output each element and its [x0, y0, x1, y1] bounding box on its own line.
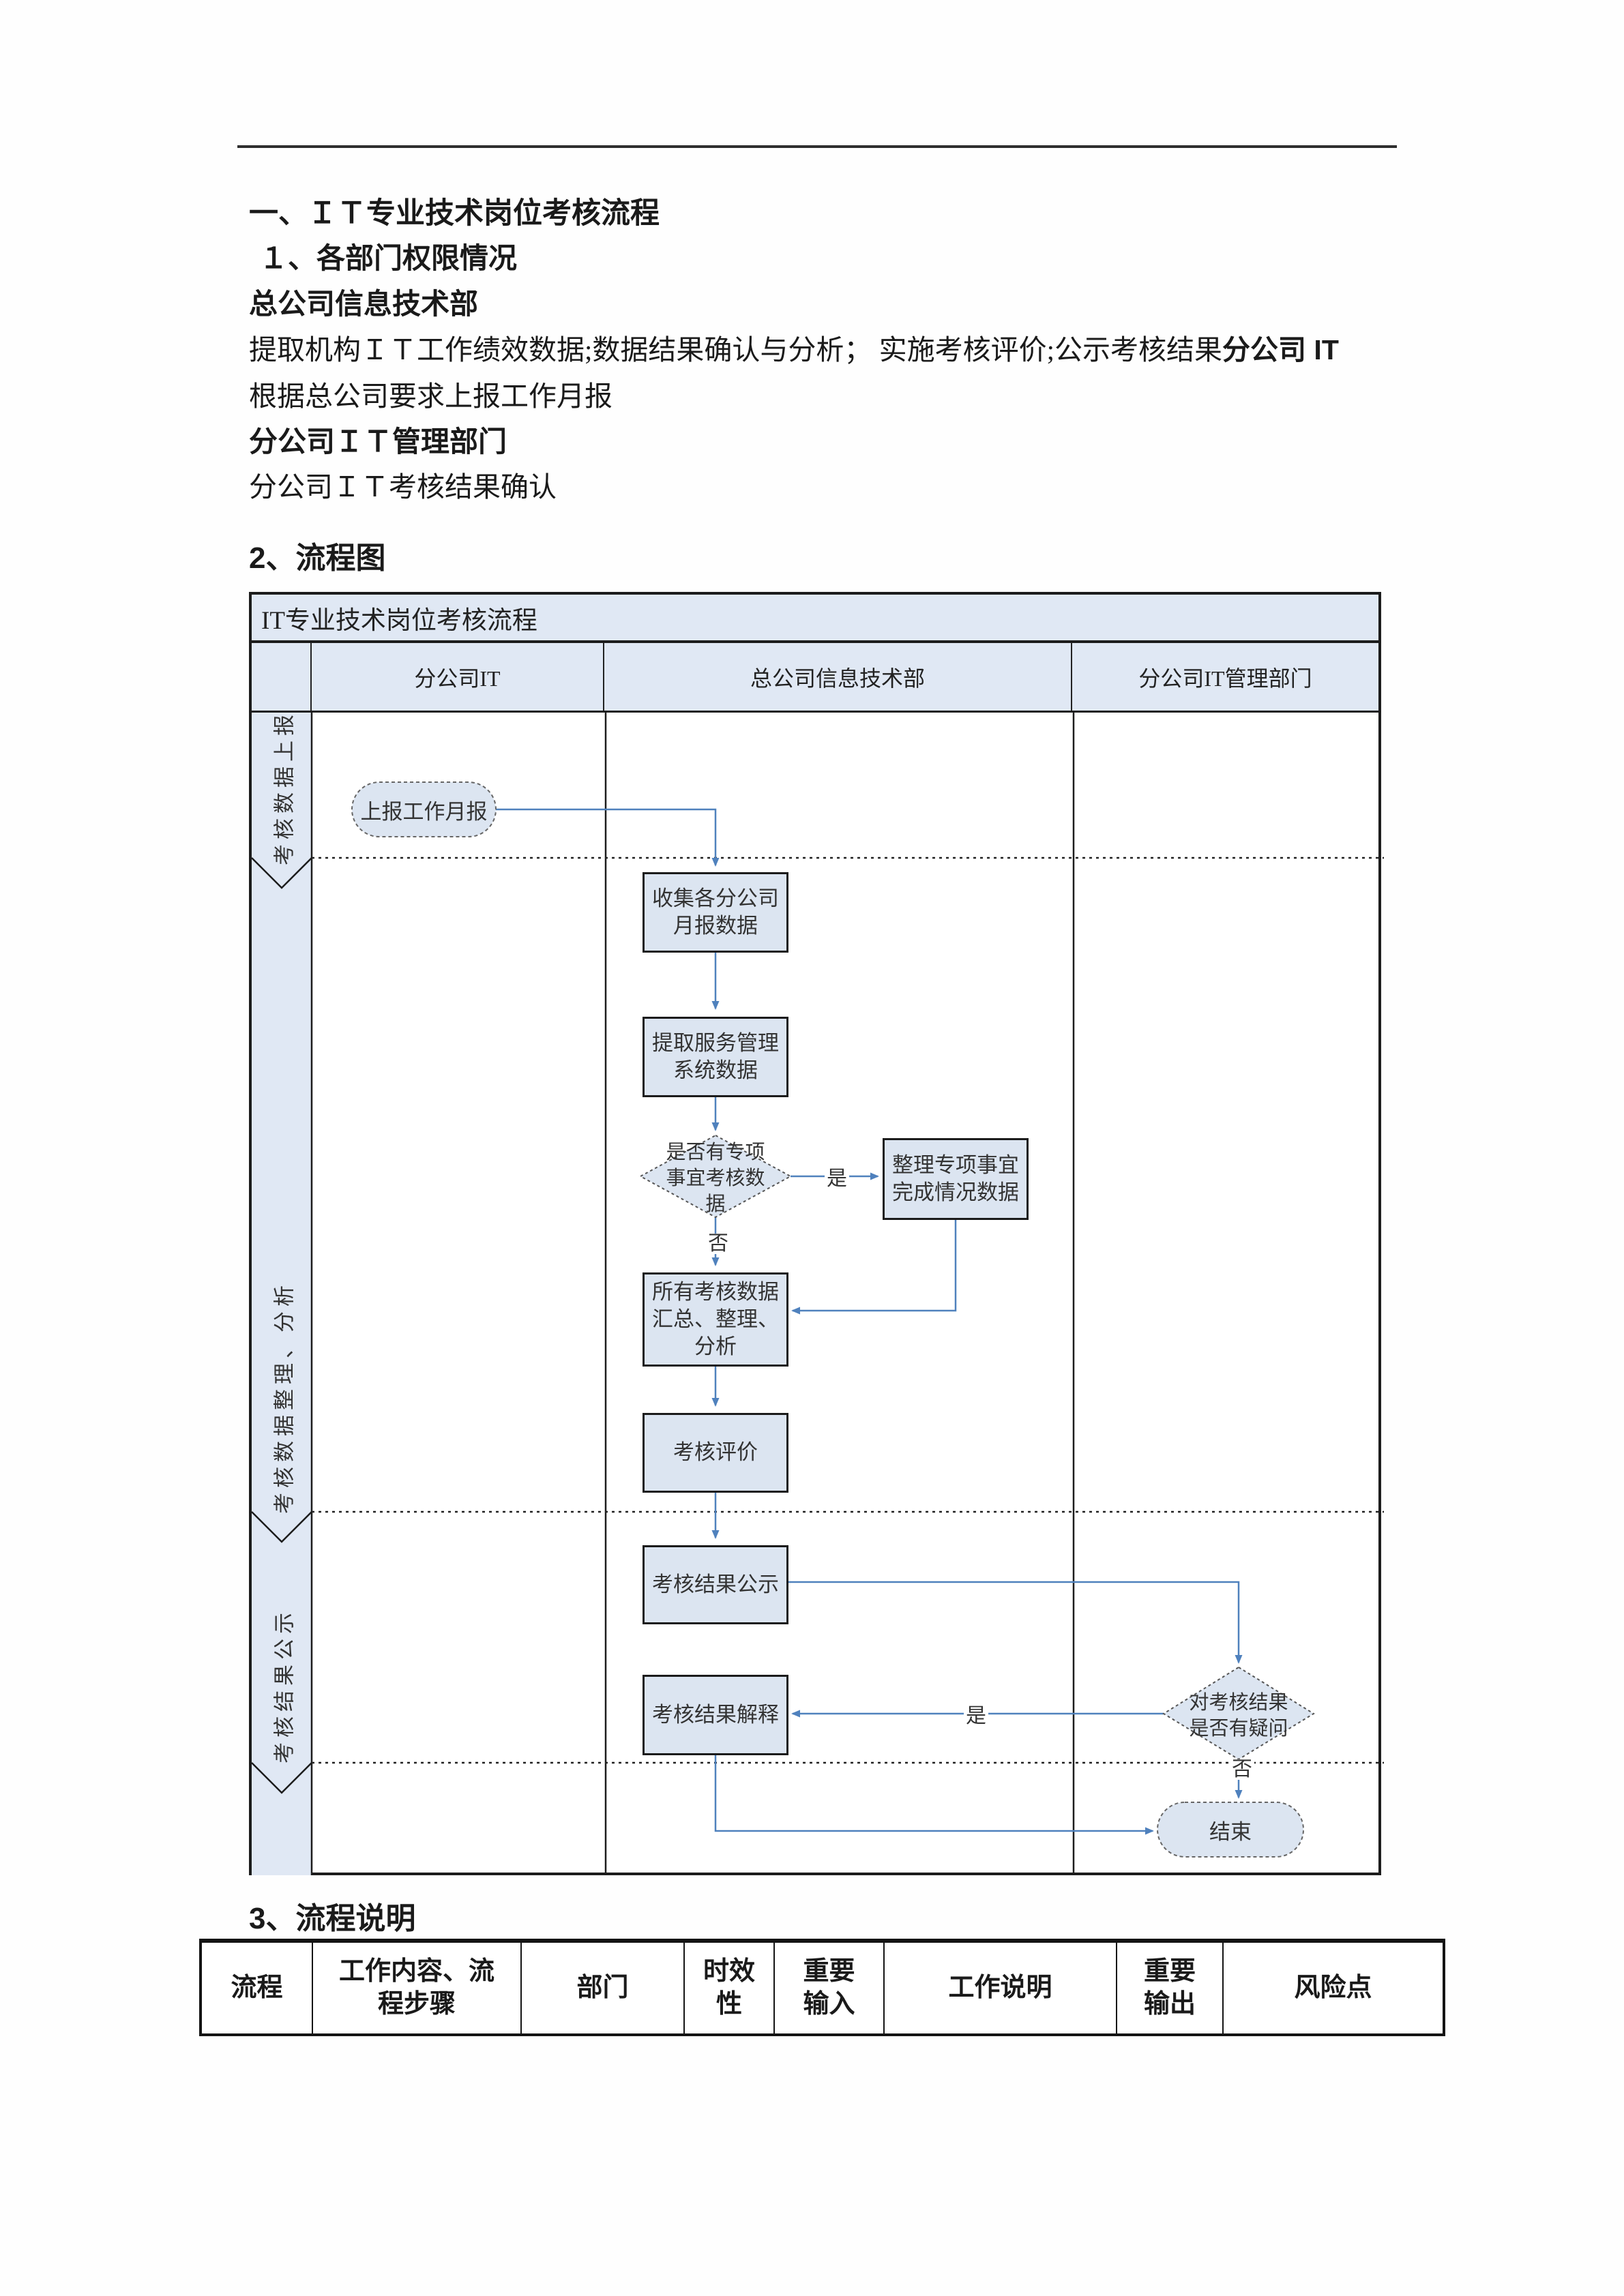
doc-heading-2: １、各部门权限情况 [259, 242, 518, 274]
flowchart-title: IT专业技术岗位考核流程 [252, 595, 1378, 643]
section1-body-regular: 提取机构ＩＴ工作绩效数据;数据结果确认与分析； 实施考核评价;公示考核结果 [249, 334, 1223, 366]
desc-col-input: 重要 输入 [773, 1943, 883, 2033]
decision-special-shape [638, 1134, 793, 1219]
start-terminator-shape [351, 781, 497, 837]
connector-start-to-collect [496, 808, 720, 867]
desc-col-description: 工作说明 [883, 1943, 1116, 2033]
desc-heading: 3、流程说明 [249, 1902, 416, 1935]
node-publish: 考核结果公示 [643, 1545, 788, 1624]
node-evaluate: 考核评价 [643, 1413, 788, 1493]
desc-col-risk: 风险点 [1222, 1943, 1443, 2033]
flowchart: IT专业技术岗位考核流程 分公司IT 总公司信息技术部 分公司IT管理部门 [249, 592, 1384, 1875]
section1-body: 提取机构ＩＴ工作绩效数据;数据结果确认与分析； 实施考核评价;公示考核结果分公司… [249, 333, 1339, 367]
phase-label-analyze: 考核数据整理、分析 [272, 1281, 297, 1514]
lane-header-row: 分公司IT 总公司信息技术部 分公司IT管理部门 [252, 643, 1378, 713]
flow-connectors-layer [252, 713, 1384, 1875]
lane-header-hq-it: 总公司信息技术部 [604, 643, 1072, 711]
label-no-doubt: 否 [1230, 1759, 1254, 1780]
section1-body-line2: 根据总公司要求上报工作月报 [249, 381, 612, 412]
node-explain: 考核结果解释 [643, 1675, 788, 1755]
node-extract: 提取服务管理 系统数据 [643, 1017, 788, 1097]
lane-header-branch-mgmt: 分公司IT管理部门 [1138, 666, 1312, 691]
desc-col-department: 部门 [520, 1943, 683, 2033]
connector-explain-to-end [714, 1753, 1154, 1835]
section2-title: 分公司ＩＴ管理部门 [249, 426, 507, 458]
lane-header-branch-it: 分公司IT [312, 643, 604, 711]
desc-col-output: 重要 输出 [1116, 1943, 1222, 2033]
desc-col-timeliness: 时效 性 [683, 1943, 773, 2033]
phase-label-report: 考核数据上报 [272, 710, 297, 865]
desc-col-content: 工作内容、流 程步骤 [312, 1943, 520, 2033]
node-special: 整理专项事宜 完成情况数据 [883, 1138, 1029, 1220]
flow-heading: 2、流程图 [249, 541, 386, 575]
phase-chevron-2 [252, 1511, 312, 1543]
end-terminator-shape [1157, 1802, 1304, 1858]
phase-header-cell [252, 643, 312, 711]
connector-publish-to-doubt [788, 1581, 1243, 1664]
connector-special-to-summarize [791, 1217, 957, 1315]
phase-column [252, 713, 312, 1875]
node-decision-special: 是否有专项 事宜考核数 据 [666, 1142, 765, 1215]
phase-chevron-3 [252, 1762, 312, 1794]
phase-chevron-1 [252, 857, 312, 889]
desc-col-process: 流程 [231, 1973, 283, 2002]
node-end: 结束 [1209, 1819, 1252, 1844]
header-rule [237, 145, 1397, 148]
phase-label-publish: 考核结果公示 [272, 1608, 297, 1763]
section1-title: 总公司信息技术部 [249, 288, 479, 320]
section2-body: 分公司ＩＴ考核结果确认 [249, 471, 557, 503]
doc-heading-1: 一、ＩＴ专业技术岗位考核流程 [249, 197, 660, 230]
label-yes-doubt: 是 [964, 1706, 988, 1727]
label-no-special: 否 [706, 1234, 730, 1254]
node-summarize: 所有考核数据 汇总、整理、 分析 [643, 1272, 788, 1367]
node-start: 上报工作月报 [360, 799, 488, 824]
section1-body-bold: 分公司 IT [1222, 334, 1339, 366]
node-collect: 收集各分公司 月报数据 [643, 872, 788, 953]
label-yes-special: 是 [825, 1169, 849, 1189]
desc-table: 流程 工作内容、流 程步骤 部门 时效 性 重要 输入 工作说明 重要 输出 风… [199, 1939, 1445, 2036]
node-decision-doubt: 对考核结果 是否有疑问 [1189, 1691, 1288, 1740]
